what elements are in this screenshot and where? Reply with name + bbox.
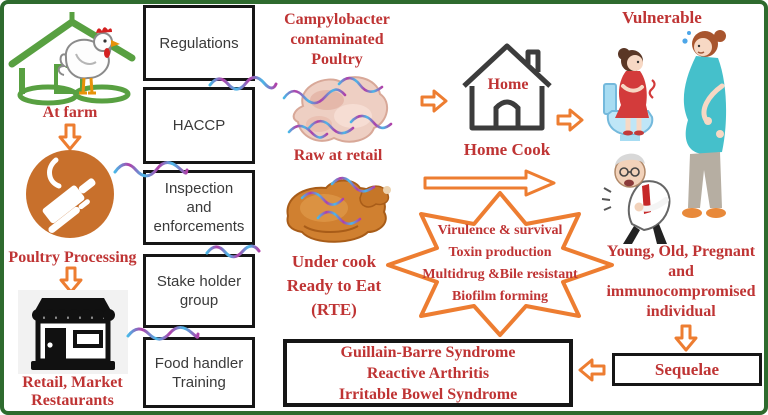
raw-chicken-with-bacteria-icon [282, 76, 393, 143]
under-cook-label: Under cook Ready to Eat (RTE) [286, 252, 382, 319]
box-stakeholder: Stake holder group [143, 254, 255, 328]
sequelae-label: Sequelae [654, 359, 720, 379]
at-farm-label: At farm [42, 104, 98, 121]
raw-at-retail-label: Raw at retail [293, 147, 383, 164]
arrow-right-home-to-people-icon [556, 108, 584, 132]
retail-label: Retail, Market Restaurants [22, 374, 123, 409]
cooked-chicken-with-bacteria-icon [286, 176, 391, 243]
young-group-label: Young, Old, Pregnant and immunocompromis… [606, 243, 756, 320]
bacteria-squiggle-icon [205, 244, 261, 259]
arrow-right-long-icon [423, 169, 556, 197]
bacteria-squiggle-icon [126, 325, 200, 341]
chicken-icon [57, 27, 120, 95]
contaminated-poultry-label: Campylobacter contaminated Poultry [284, 11, 390, 68]
arrow-left-outcomes-icon [578, 358, 606, 382]
outcomes-label: Guillain-Barre Syndrome Reactive Arthrit… [338, 343, 518, 403]
sequelae-box: Sequelae [612, 353, 762, 386]
bacteria-squiggle-icon [208, 75, 278, 91]
pregnant-woman-icon [682, 30, 727, 218]
home-icon [462, 43, 552, 131]
arrow-down-sequelae-icon [674, 324, 698, 352]
box-inspection: Inspection and enforcements [143, 170, 255, 245]
elderly-man-icon [601, 153, 671, 244]
outcomes-box: Guillain-Barre Syndrome Reactive Arthrit… [283, 339, 573, 407]
poultry-processing-label: Poultry Processing [8, 249, 137, 266]
home-cook-label: Home Cook [463, 140, 551, 159]
arrow-down-processing-icon [59, 266, 83, 294]
arrow-right-raw-to-home-icon [420, 89, 448, 113]
vulnerable-label: Vulnerable [622, 8, 702, 27]
storefront-icon [18, 290, 128, 374]
starburst-shape [386, 191, 614, 337]
farm-barn-icon [8, 12, 136, 106]
bacteria-squiggle-icon [113, 161, 189, 178]
poultry-processing-icon [26, 150, 114, 238]
toilet-patient-icon [603, 48, 656, 141]
virulence-traits-label: Virulence & survival Toxin production Mu… [422, 223, 578, 304]
arrow-down-farm-icon [58, 123, 82, 151]
box-haccp: HACCP [143, 87, 255, 164]
box-training: Food handler Training [143, 337, 255, 408]
home-label: Home [487, 76, 529, 93]
box-regulations: Regulations [143, 5, 255, 81]
